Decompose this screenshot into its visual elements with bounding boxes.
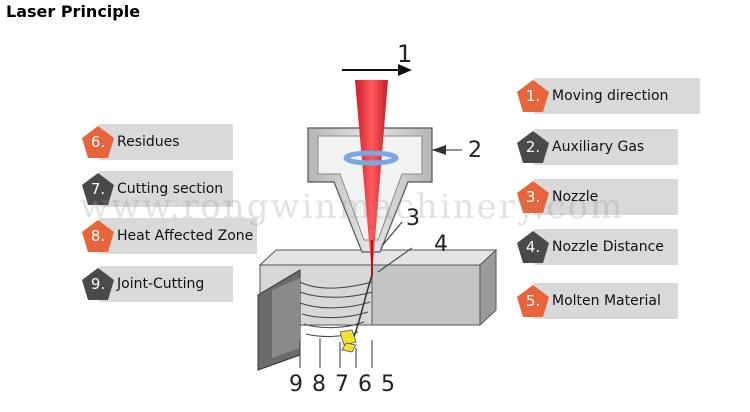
legend-label: Nozzle [552,189,599,205]
callout-bottom-numbers: 9 8 7 6 5 [289,372,396,397]
legend-bar [99,171,233,207]
orange-pentagon-badge: 1. [516,79,550,113]
page-title: Laser Principle [6,2,141,21]
legend-label: Moving direction [552,88,669,104]
callout-2: 2 [468,138,482,163]
workpiece-plate [257,248,498,371]
callout-lines [299,221,413,368]
callout-3: 3 [406,206,420,231]
legend-label: Residues [117,134,180,150]
dark-pentagon-badge: 9. [81,267,115,301]
legend-bar [534,283,678,319]
callout-1: 1 [397,40,413,68]
legend-label: Nozzle Distance [552,239,664,255]
legend-bar [99,266,233,302]
legend-label: Molten Material [552,293,661,309]
legend-label: Cutting section [117,181,224,197]
dark-pentagon-badge: 2. [516,130,550,164]
dark-pentagon-badge: 4. [516,230,550,264]
dark-pentagon-badge: 7. [81,172,115,206]
legend-label: Auxiliary Gas [552,139,645,155]
legend-label: Joint-Cutting [117,276,205,292]
orange-pentagon-badge: 5. [516,284,550,318]
focusing-lens [343,150,399,166]
orange-pentagon-badge: 3. [516,180,550,214]
legend-bar [99,124,233,160]
legend-bar [99,218,257,254]
molten-material [339,329,357,353]
legend-bar [534,179,678,215]
callout-4: 4 [434,232,448,257]
legend-bar [534,129,678,165]
laser-beam [355,80,388,276]
orange-pentagon-badge: 6. [81,125,115,159]
moving-direction-arrow [342,64,412,76]
legend-bar [534,229,678,265]
legend-label: Heat Affected Zone [117,228,254,244]
orange-pentagon-badge: 8. [81,219,115,253]
legend-bar [534,78,700,114]
